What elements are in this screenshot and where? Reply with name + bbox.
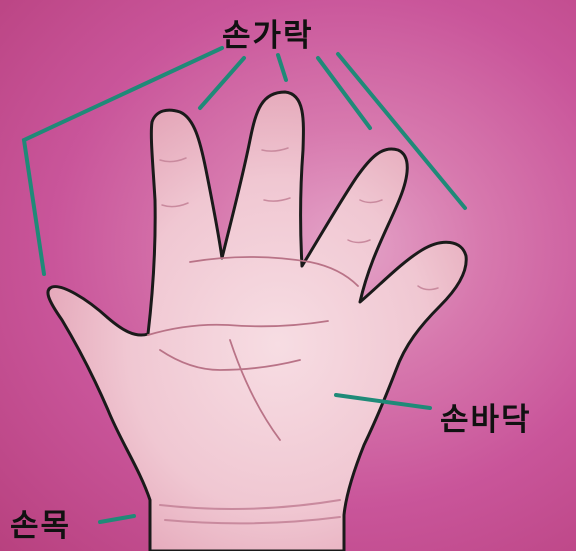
leader-middle bbox=[278, 55, 286, 80]
leader-wrist bbox=[100, 516, 134, 522]
leader-ring bbox=[318, 58, 370, 128]
hand-outline bbox=[48, 92, 466, 551]
label-palm: 손바닥 bbox=[440, 394, 532, 439]
label-wrist: 손목 bbox=[10, 500, 71, 545]
leader-index bbox=[200, 58, 244, 108]
label-fingers: 손가락 bbox=[222, 10, 314, 55]
